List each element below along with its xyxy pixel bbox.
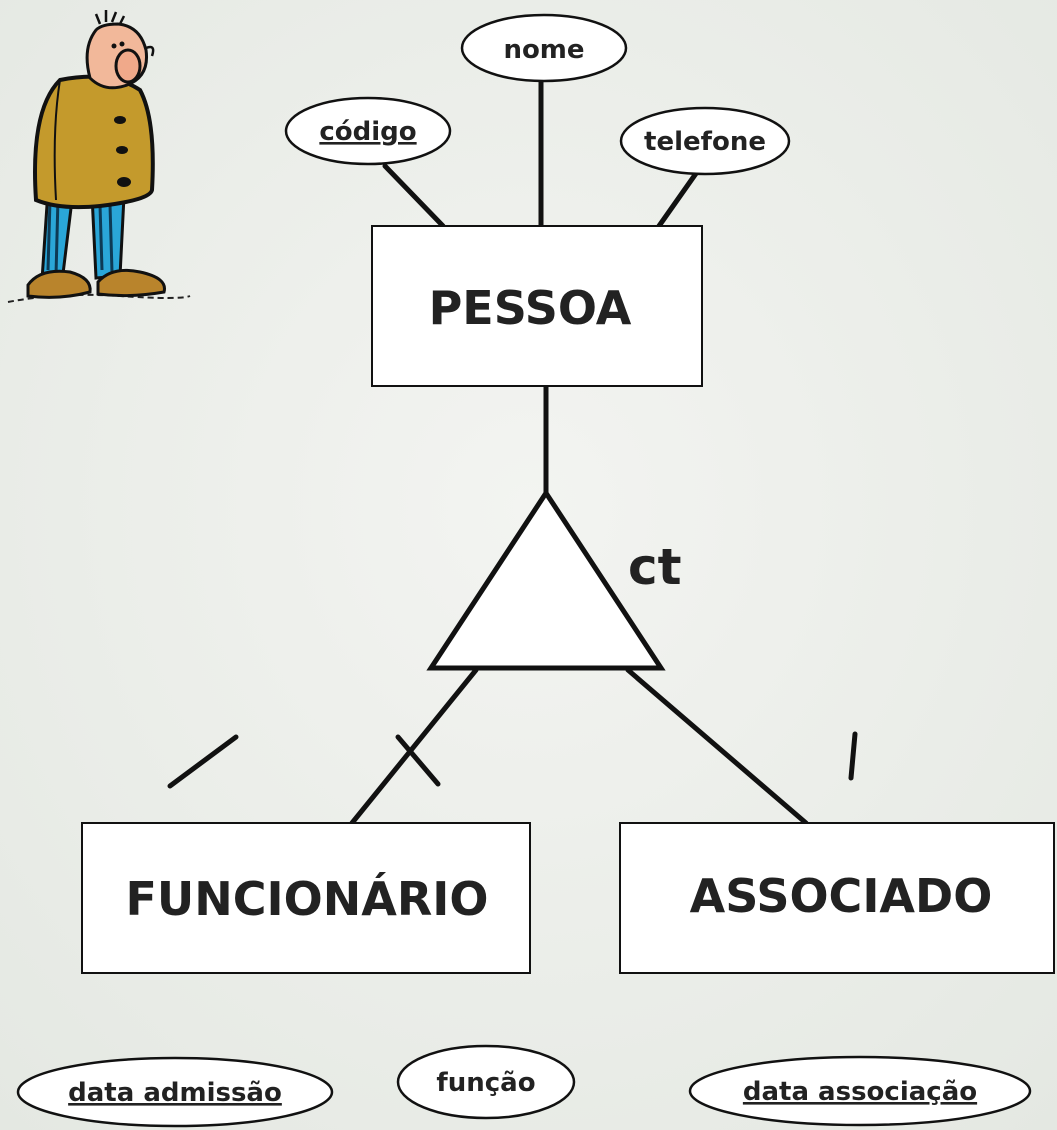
- attribute-nome-label: nome: [503, 35, 584, 65]
- entity-pessoa: [371, 225, 703, 387]
- line-associado-data-associacao: [848, 731, 858, 781]
- attribute-data-admissao: [16, 1056, 334, 1128]
- attribute-funcao: [396, 1044, 576, 1120]
- attribute-data-associacao-label: data associação: [743, 1077, 977, 1107]
- entity-pessoa-label: PESSOA: [429, 281, 632, 335]
- attribute-telefone-label: telefone: [644, 127, 766, 157]
- entity-associado: [619, 822, 1055, 974]
- attribute-funcao-label: função: [436, 1068, 535, 1098]
- attribute-nome: [460, 13, 628, 83]
- line-funcionario-funcao: [395, 734, 441, 787]
- attribute-telefone: [619, 106, 791, 176]
- line-funcionario-data-admissao: [167, 734, 239, 789]
- line-telefone-pessoa: [656, 169, 700, 229]
- attribute-data-associacao: [688, 1055, 1032, 1127]
- attribute-codigo: [284, 96, 452, 166]
- specialization-label: ct: [628, 538, 682, 596]
- attribute-data-admissao-label: data admissão: [68, 1078, 282, 1108]
- entity-funcionario-label: FUNCIONÁRIO: [126, 872, 489, 926]
- line-specialization-associado: [625, 667, 809, 826]
- line-specialization-funcionario: [349, 667, 479, 826]
- line-codigo-pessoa: [382, 163, 446, 229]
- entity-funcionario: [81, 822, 531, 974]
- entity-associado-label: ASSOCIADO: [690, 869, 993, 923]
- cartoon-man-icon: [7, 10, 191, 303]
- specialization-triangle: [426, 488, 666, 671]
- attribute-codigo-label: código: [319, 117, 416, 147]
